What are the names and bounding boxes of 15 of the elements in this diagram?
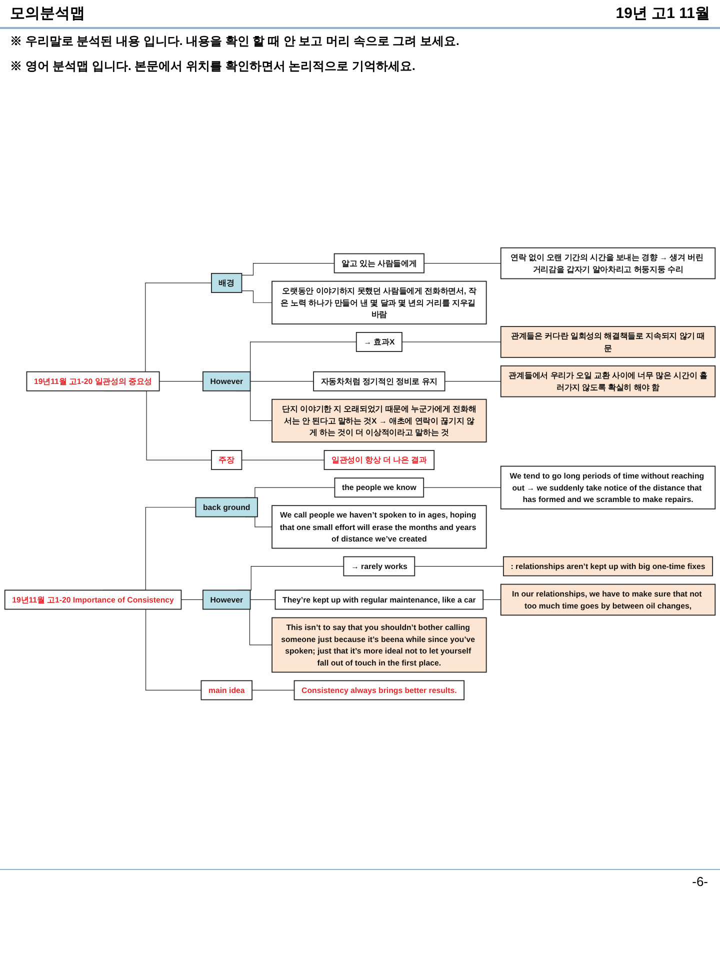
- connector: [423, 487, 502, 488]
- connector: [159, 381, 204, 382]
- page-number: -6-: [692, 874, 708, 889]
- connector: [424, 263, 502, 264]
- header-title: 모의분석맵: [10, 4, 85, 23]
- connector: [250, 381, 314, 382]
- instruction-note: ※ 우리말로 분석된 내용 입니다. 내용을 확인 할 때 안 보고 머리 속으로 그려 보세요.: [9, 33, 460, 50]
- connector: [444, 381, 502, 382]
- instruction-note: ※ 영어 분석맵 입니다. 본문에서 위치를 확인하면서 논리적으로 기억하세요.: [9, 58, 416, 75]
- connector: [241, 460, 325, 461]
- connector: [252, 690, 295, 691]
- connector: [241, 263, 335, 276]
- header-date: 19년 고1 11월: [616, 4, 710, 23]
- connector: [414, 566, 504, 567]
- connector: [241, 290, 272, 304]
